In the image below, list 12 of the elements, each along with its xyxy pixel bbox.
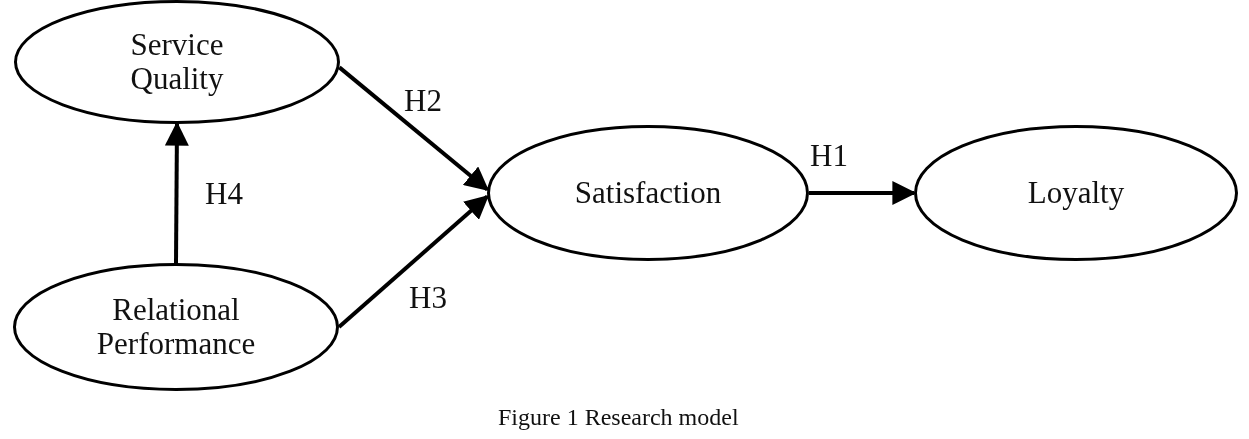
construct-ellipse bbox=[14, 0, 340, 124]
construct-label: Satisfaction bbox=[574, 175, 722, 211]
construct-label: Loyalty bbox=[1027, 175, 1125, 211]
construct-ellipse bbox=[13, 263, 339, 391]
figure-caption: Figure 1 Research model bbox=[498, 404, 739, 431]
arrow bbox=[809, 181, 917, 205]
arrow bbox=[338, 65, 490, 191]
arrow bbox=[337, 194, 489, 329]
construct-label: Relational Performance bbox=[95, 292, 257, 362]
construct-label: Service Quality bbox=[129, 27, 225, 97]
construct-ellipse bbox=[487, 125, 809, 261]
construct-ellipse bbox=[914, 125, 1238, 261]
